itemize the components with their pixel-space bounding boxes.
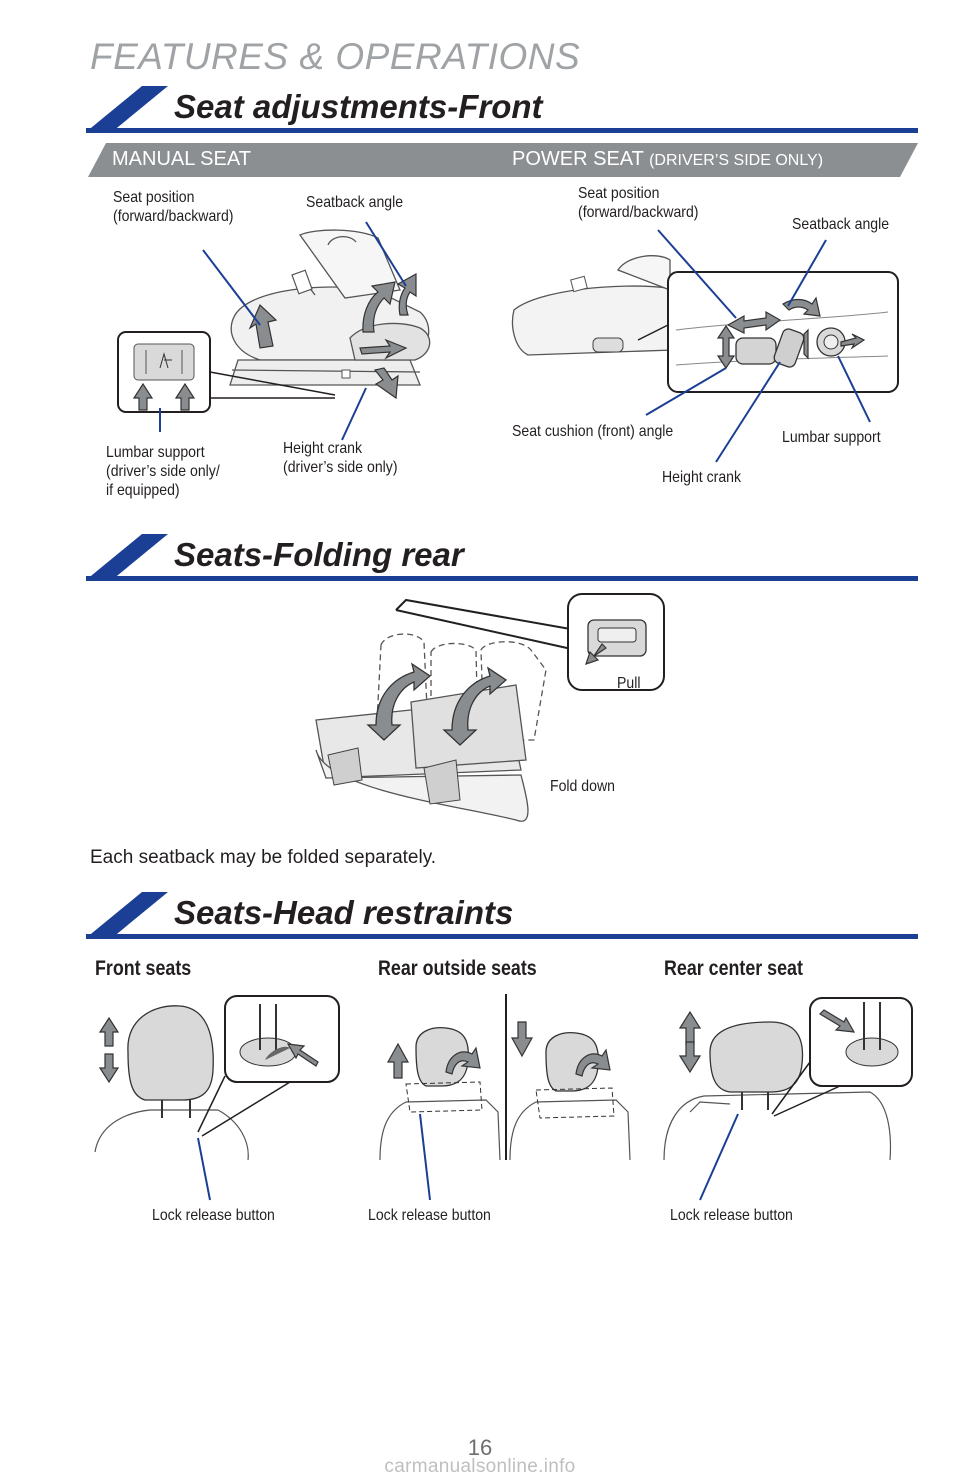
section-seats-head-restraints: Seats-Head restraints [86, 890, 918, 940]
rear-seat-fold-illustration [315, 593, 665, 822]
front-lock-release-label: Lock release button [152, 1207, 275, 1224]
rear-center-head-restraint-illustration [663, 997, 913, 1201]
subhead-power-seat-label: POWER SEAT (DRIVER’S SIDE ONLY) [512, 148, 823, 171]
manual-lumbar-support-label: Lumbar support (driver’s side only/ if e… [106, 444, 220, 499]
page-header: FEATURES & OPERATIONS [90, 36, 581, 77]
section-banner [86, 534, 918, 581]
subhead-manual-seat-label: MANUAL SEAT [112, 148, 251, 170]
power-lumbar-support-label: Lumbar support [782, 429, 881, 446]
page-number: 16 [467, 1435, 493, 1460]
rear-center-seat-heading: Rear center seat [664, 957, 803, 980]
rear-outside-lock-release-label: Lock release button [368, 1207, 491, 1224]
front-seats-heading: Front seats [95, 957, 192, 980]
section-seats-folding-rear: Seats-Folding rear [86, 532, 918, 582]
manual-height-crank-label: Height crank (driver’s side only) [283, 440, 398, 476]
front-head-restraint-illustration [94, 995, 340, 1201]
watermark: carmanualsonline.info [384, 1456, 576, 1477]
folding-caption: Each seatback may be folded separately. [90, 847, 437, 868]
section-seat-adjustments-front: Seat adjustments-Front [86, 84, 918, 134]
subhead-power-seat: POWER SEAT (DRIVER’S SIDE ONLY) [488, 143, 918, 177]
power-seatback-angle-label: Seatback angle [792, 216, 890, 233]
power-seat-position-label: Seat position (forward/backward) [578, 185, 699, 221]
section-title: Seats-Folding rear [174, 536, 464, 573]
fold-down-label: Fold down [550, 778, 615, 795]
rear-center-lock-release-label: Lock release button [670, 1207, 793, 1224]
power-seat-heading: POWER SEAT [512, 148, 644, 170]
rear-outside-seats-heading: Rear outside seats [378, 957, 537, 980]
power-seat-illustration [511, 229, 899, 463]
section-banner [86, 86, 918, 133]
manual-seatback-angle-label: Seatback angle [306, 194, 404, 211]
section-title: Seat adjustments-Front [174, 88, 543, 125]
subhead-manual-seat: MANUAL SEAT [88, 143, 518, 177]
power-seat-note: (DRIVER’S SIDE ONLY) [649, 152, 824, 169]
power-height-crank-label: Height crank [662, 469, 742, 486]
rear-outside-head-restraint-illustration [379, 994, 631, 1201]
section-title: Seats-Head restraints [174, 894, 514, 931]
section-banner [86, 892, 918, 939]
manual-seat-illustration [117, 221, 431, 441]
manual-seat-position-label: Seat position (forward/backward) [113, 189, 234, 225]
power-seat-cushion-angle-label: Seat cushion (front) angle [512, 423, 674, 440]
pull-label: Pull [617, 675, 641, 692]
